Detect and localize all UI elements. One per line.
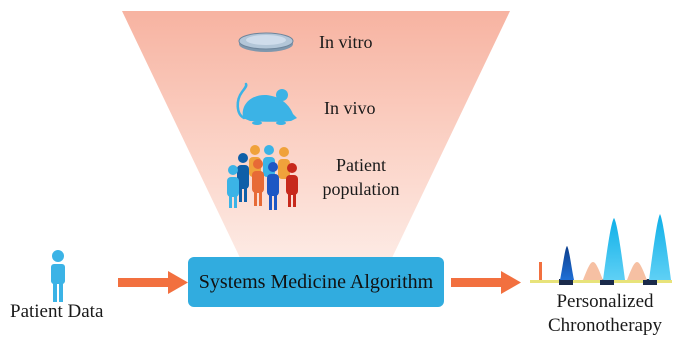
arrow-algorithm-to-output bbox=[451, 271, 521, 294]
mouse-icon bbox=[236, 82, 297, 125]
funnel-shape bbox=[122, 11, 510, 262]
systems-medicine-algorithm-box: Systems Medicine Algorithm bbox=[188, 257, 444, 307]
petri-dish-icon bbox=[238, 32, 294, 52]
dosing-schedule-chart-icon bbox=[530, 214, 672, 285]
patient-data-label: Patient Data bbox=[10, 301, 104, 322]
patient-population-line-2: population bbox=[322, 178, 400, 199]
patient-population-label: Patient population bbox=[318, 155, 404, 200]
personalized-chronotherapy-label: Personalized Chronotherapy bbox=[537, 291, 673, 337]
people-group-icon bbox=[227, 145, 298, 210]
person-icon bbox=[51, 250, 65, 302]
arrow-patient-to-algorithm bbox=[118, 271, 188, 294]
output-line-2: Chronotherapy bbox=[548, 314, 662, 336]
patient-population-line-1: Patient bbox=[336, 155, 386, 175]
algorithm-label: Systems Medicine Algorithm bbox=[198, 270, 434, 293]
in-vivo-label: In vivo bbox=[324, 98, 376, 118]
output-line-1: Personalized bbox=[556, 291, 654, 312]
in-vitro-label: In vitro bbox=[319, 32, 373, 52]
